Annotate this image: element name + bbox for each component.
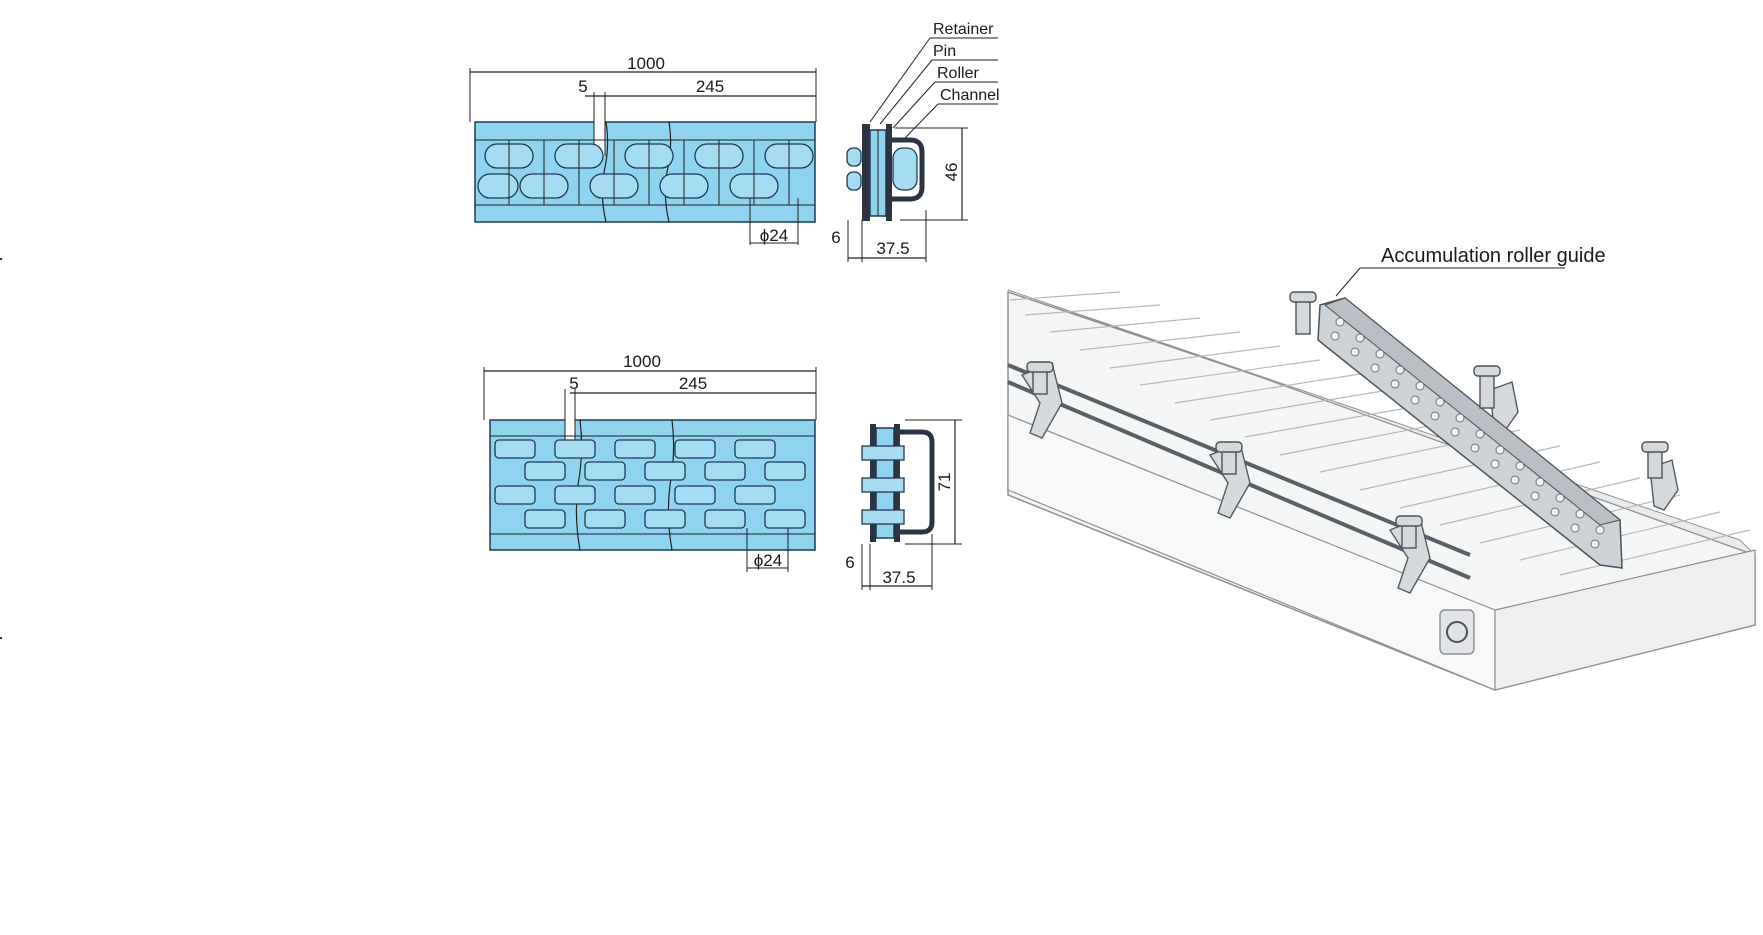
bottom-rails (490, 435, 815, 535)
top-side-section (846, 124, 925, 221)
top-roller-row-lower (477, 173, 779, 199)
top-offset-dim: 6 (831, 228, 840, 247)
top-pitch-dim: 245 (696, 77, 724, 96)
accumulation-roller-guide-bar (1317, 297, 1623, 569)
callout-retainer: Retainer (933, 21, 994, 38)
accumulation-roller-guide-label: Accumulation roller guide (1381, 245, 1606, 267)
bottom-roller-strip-drawing: 1000 5 245 (483, 352, 962, 590)
bottom-width-dim: 37.5 (882, 568, 915, 587)
bottom-pitch-dim: 245 (679, 374, 707, 393)
bottom-side-section (861, 424, 935, 542)
top-height-dim: 46 (942, 163, 961, 182)
rail-brackets (1020, 362, 1679, 594)
conveyor-illustration: Accumulation roller guide (1007, 245, 1756, 691)
top-gap-dim: 5 (578, 77, 587, 96)
top-width-dim: 37.5 (876, 239, 909, 258)
callout-roller: Roller (937, 65, 979, 82)
top-pins (508, 140, 790, 205)
adjuster-knobs (1026, 291, 1669, 549)
end-cap-knob (1439, 609, 1475, 655)
bottom-gap-dim: 5 (569, 374, 578, 393)
top-strip-body (474, 121, 816, 223)
callout-channel: Channel (940, 87, 1000, 104)
bottom-height-dim: 71 (935, 473, 954, 492)
top-roller-dia-dim: ϕ24 (760, 226, 788, 245)
callout-pin: Pin (933, 43, 956, 60)
bottom-roller-dia-dim: ϕ24 (754, 551, 782, 570)
top-roller-strip-drawing: 1000 5 245 (469, 21, 1000, 262)
bottom-roller-grid (494, 439, 806, 529)
bottom-length-dim: 1000 (623, 352, 661, 371)
top-callouts: Retainer Pin Roller Channel (869, 21, 1000, 139)
bottom-offset-dim: 6 (845, 553, 854, 572)
guide-roller-holes (1330, 317, 1605, 549)
top-length-dim: 1000 (627, 54, 665, 73)
